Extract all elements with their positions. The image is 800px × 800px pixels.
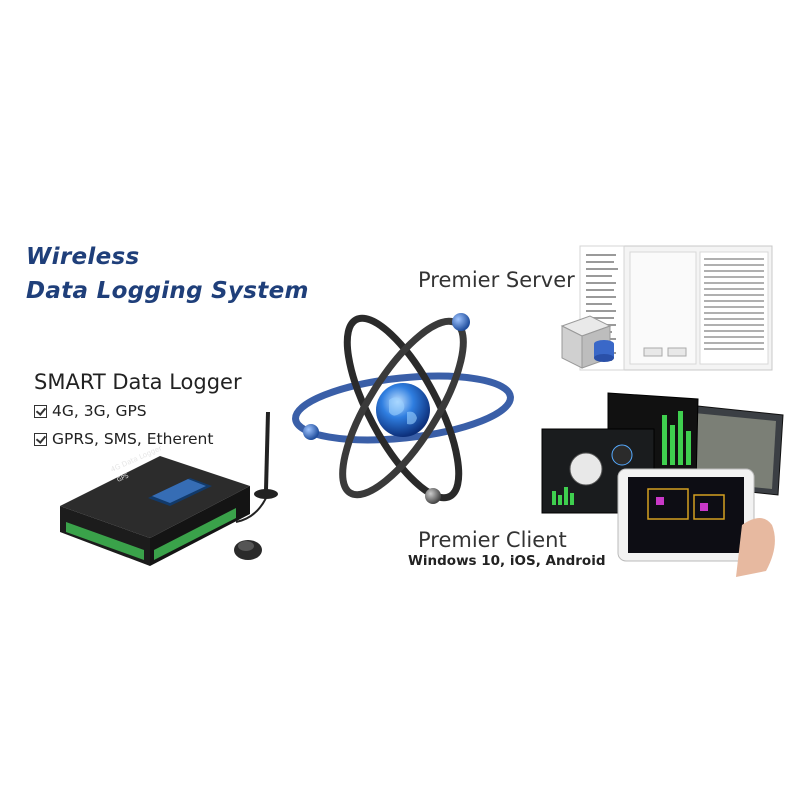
device-label-2: GPS bbox=[116, 472, 130, 483]
orbit-ring-outer bbox=[292, 372, 514, 444]
orbit-ring-left bbox=[343, 314, 463, 502]
logger-heading: SMART Data Logger bbox=[34, 370, 242, 394]
diagram-title-line-1: Wireless bbox=[26, 244, 140, 270]
checkbox-icon bbox=[34, 432, 47, 446]
server-software-screenshot bbox=[560, 245, 773, 371]
orbit-node-top bbox=[452, 313, 470, 331]
logger-feature-2: GPRS, SMS, Etherent bbox=[34, 430, 213, 448]
logger-feature-1: 4G, 3G, GPS bbox=[34, 402, 147, 420]
orbit-node-left bbox=[303, 424, 319, 440]
logger-feature-1-text: 4G, 3G, GPS bbox=[52, 402, 147, 420]
globe-continents bbox=[389, 397, 417, 425]
client-platforms: Windows 10, iOS, Android bbox=[408, 553, 606, 569]
client-dashboard-screens bbox=[541, 392, 784, 577]
atom-network-graphic bbox=[292, 313, 514, 504]
server-icon bbox=[560, 315, 614, 369]
logger-feature-2-text: GPRS, SMS, Etherent bbox=[52, 430, 214, 448]
server-heading: Premier Server bbox=[418, 268, 575, 292]
client-heading: Premier Client bbox=[418, 528, 567, 552]
checkbox-icon bbox=[34, 404, 47, 418]
antenna-icon bbox=[264, 411, 270, 491]
orbit-node-bottom bbox=[425, 488, 441, 504]
hand-image bbox=[736, 518, 775, 577]
data-logger-device: 4G Data Logger GPS bbox=[60, 411, 278, 566]
diagram-title-line-2: Data Logging System bbox=[26, 278, 309, 304]
